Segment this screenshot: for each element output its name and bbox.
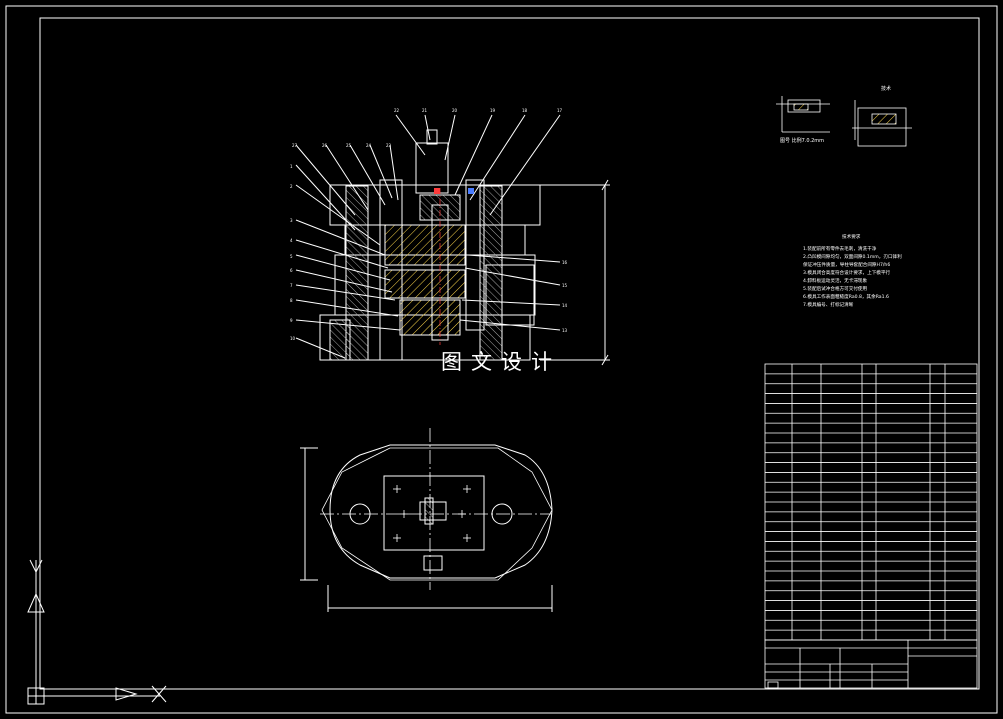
svg-text:2: 2 bbox=[290, 184, 293, 189]
svg-text:7.模具编号、打标记清晰: 7.模具编号、打标记清晰 bbox=[803, 301, 854, 308]
svg-text:8: 8 bbox=[290, 298, 293, 303]
svg-text:21: 21 bbox=[422, 108, 428, 113]
detail-views: 图号 比例7.0.2mm 技术 技术要求 1.装配前所有零件去毛刺，清洗干净 2… bbox=[776, 85, 912, 308]
watermark-text: 图文设计 bbox=[441, 350, 561, 374]
svg-text:5.装配后试冲合格方可交付使用: 5.装配后试冲合格方可交付使用 bbox=[803, 285, 868, 292]
svg-text:1.装配前所有零件去毛刺，清洗干净: 1.装配前所有零件去毛刺，清洗干净 bbox=[803, 245, 877, 252]
svg-text:7: 7 bbox=[290, 283, 293, 288]
plan-view bbox=[300, 428, 553, 612]
svg-text:3: 3 bbox=[290, 218, 293, 223]
crosshair-x-icon[interactable] bbox=[151, 685, 167, 703]
svg-text:15: 15 bbox=[562, 283, 568, 288]
svg-text:9: 9 bbox=[290, 318, 293, 323]
svg-text:技术: 技术 bbox=[881, 85, 891, 92]
svg-text:27: 27 bbox=[292, 143, 298, 148]
svg-text:2.凸凹模间隙均匀，双面间隙0.1mm，刃口锋利: 2.凸凹模间隙均匀，双面间隙0.1mm，刃口锋利 bbox=[803, 253, 902, 260]
svg-text:24: 24 bbox=[366, 143, 372, 148]
bom-table bbox=[764, 363, 978, 641]
svg-text:13: 13 bbox=[562, 328, 568, 333]
svg-text:10: 10 bbox=[290, 336, 296, 341]
ucs-axis-icon bbox=[27, 559, 160, 705]
title-block bbox=[764, 639, 978, 689]
svg-text:17: 17 bbox=[557, 108, 563, 113]
svg-text:6.模具工作表面粗糙度Ra0.8，其余Ra1.6: 6.模具工作表面粗糙度Ra0.8，其余Ra1.6 bbox=[803, 293, 889, 300]
svg-text:技术要求: 技术要求 bbox=[842, 233, 861, 240]
svg-text:5: 5 bbox=[290, 254, 293, 259]
svg-text:18: 18 bbox=[522, 108, 528, 113]
svg-text:23: 23 bbox=[386, 143, 392, 148]
svg-text:20: 20 bbox=[452, 108, 458, 113]
svg-text:22: 22 bbox=[394, 108, 400, 113]
svg-text:26: 26 bbox=[322, 143, 328, 148]
svg-text:6: 6 bbox=[290, 268, 293, 273]
svg-text:4.卸料板运动灵活，无卡滞现象: 4.卸料板运动灵活，无卡滞现象 bbox=[803, 277, 868, 284]
svg-text:3.模具闭合高度符合设计要求，上下模平行: 3.模具闭合高度符合设计要求，上下模平行 bbox=[803, 269, 890, 276]
svg-text:16: 16 bbox=[562, 260, 568, 265]
svg-text:1: 1 bbox=[290, 164, 293, 169]
sheet-border bbox=[5, 5, 998, 714]
svg-text:14: 14 bbox=[562, 303, 568, 308]
svg-text:4: 4 bbox=[290, 238, 293, 243]
svg-text:19: 19 bbox=[490, 108, 496, 113]
svg-text:25: 25 bbox=[346, 143, 352, 148]
svg-text:保证冲压件质量，导柱导套配合间隙H7/h6: 保证冲压件质量，导柱导套配合间隙H7/h6 bbox=[803, 261, 890, 268]
svg-text:图号 比例7.0.2mm: 图号 比例7.0.2mm bbox=[780, 137, 824, 144]
